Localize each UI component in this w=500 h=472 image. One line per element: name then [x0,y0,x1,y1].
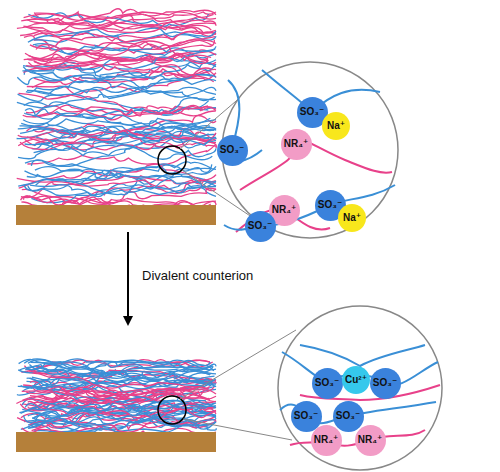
polymer-chain [18,126,216,139]
ion-label: SO₃⁻ [248,221,272,231]
polymer-chain [26,50,216,66]
zoom-circle [278,306,442,470]
polymer-chain [22,409,216,433]
substrate [16,432,216,452]
polymer-chain [29,371,209,389]
ion-label: Na⁺ [343,213,361,223]
ion-circle: Na⁺ [322,112,350,140]
ion-label: Cu²⁺ [345,375,367,385]
zoom-spot [158,146,186,174]
ion-label: SO₃⁻ [315,378,339,388]
multilayer-film [16,359,216,435]
polymer-chain [24,175,217,203]
ion-label: SO₃⁻ [294,411,318,421]
polymer-chain [26,106,208,116]
ion-label: Na⁺ [327,121,345,131]
polymer-chain [21,415,216,430]
polymer-chain [33,44,215,56]
polymer-chain [26,20,216,32]
ion-label: SO₃⁻ [318,200,342,210]
polymer-chain [28,176,216,196]
process-arrow [127,232,129,322]
ion-circle: SO₃⁻ [245,211,276,242]
polymer-chain [23,26,216,41]
ion-circle: Na⁺ [338,204,366,232]
polymer-chain [18,179,216,194]
ion-label: NR₄⁺ [284,139,309,149]
polymer-chain [20,125,216,136]
polymer-chain [30,30,216,48]
polymer-chain [26,86,216,94]
ion-label: SO₃⁻ [373,378,397,388]
ion-circle: SO₃⁻ [370,368,401,399]
polymer-chain [26,362,216,386]
polymer-chain [24,416,216,426]
ion-circle: SO₃⁻ [217,135,248,166]
polymer-chain [25,113,216,124]
polymer-chain [22,399,216,413]
ion-label: SO₃⁻ [220,145,244,155]
polymer-chains [224,70,395,232]
multilayer-film [17,9,217,209]
zoom-circle [222,62,398,238]
polymer-chain [31,360,211,388]
ion-label: SO₃⁻ [300,107,324,117]
ion-label: NR₄⁺ [358,435,383,445]
ion-circle: SO₃⁻ [333,401,364,432]
ion-label: NR₄⁺ [272,205,297,215]
polymer-chain [17,17,216,33]
polymer-chain [16,387,209,405]
polymer-chain [23,105,216,120]
process-label: Divalent counterion [140,268,255,283]
polymer-chain [28,62,211,76]
substrate [16,205,216,225]
polymer-chain [23,64,216,80]
ion-label: NR₄⁺ [314,435,339,445]
ion-circle: Cu²⁺ [342,366,370,394]
ion-label: SO₃⁻ [336,411,360,421]
polymer-chain [17,76,216,97]
polymer-chain [17,91,216,108]
polymer-chain [34,54,208,66]
polymer-chain [30,182,216,195]
zoom-spot [158,396,186,424]
ion-circle: NR₄⁺ [311,425,342,456]
ion-circle: SO₃⁻ [312,368,343,399]
ion-circle: NR₄⁺ [281,129,312,160]
polymer-chain [18,135,216,158]
polymer-chain [36,40,216,51]
ion-circle: NR₄⁺ [355,425,386,456]
polymer-chain [24,359,210,376]
zoom-line [183,419,292,440]
